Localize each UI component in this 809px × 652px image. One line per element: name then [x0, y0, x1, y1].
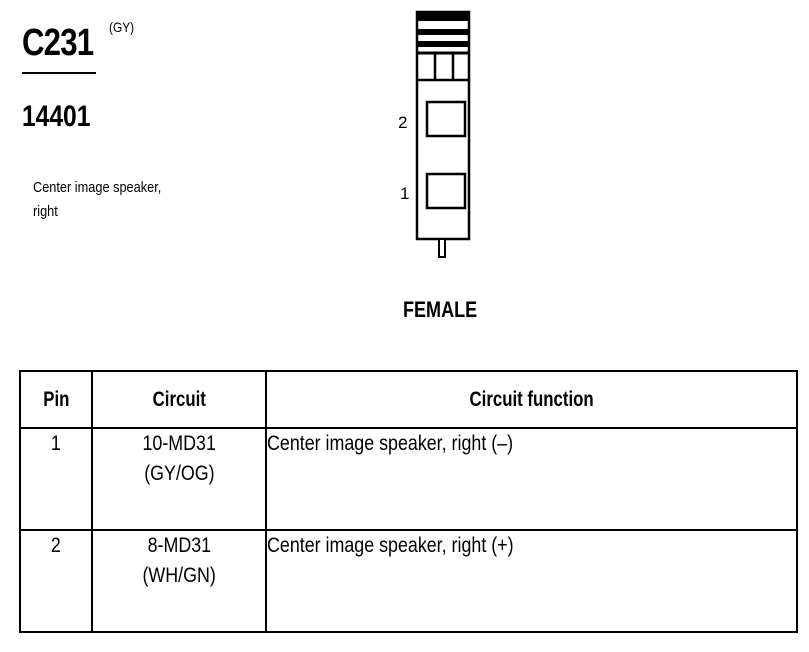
- header-circuit: Circuit: [91, 370, 267, 429]
- pin-cavity-1: [425, 172, 467, 210]
- latch-bar: [417, 41, 469, 47]
- table-row: 1 10-MD31 (GY/OG) Center image speaker, …: [19, 427, 798, 531]
- circuit-id: 8-MD31: [147, 534, 211, 557]
- wire-color: (WH/GN): [142, 564, 216, 587]
- connector-gender-label: FEMALE: [403, 297, 478, 322]
- pin-label-1: 1: [400, 184, 409, 203]
- pin-label-2: 2: [398, 113, 407, 132]
- circuit-function-cell: Center image speaker, right (+): [265, 529, 798, 633]
- circuit-id: 10-MD31: [142, 432, 216, 455]
- title-rule: [22, 72, 96, 74]
- connector-key: [438, 238, 446, 258]
- circuit-cell: 10-MD31 (GY/OG): [91, 427, 267, 531]
- pin-cavity-2: [425, 100, 467, 138]
- connector-color: (GY): [109, 19, 135, 35]
- latch-bar: [417, 12, 469, 21]
- latch-bar: [417, 29, 469, 35]
- connector-id: C231: [22, 22, 94, 64]
- table-row: 2 8-MD31 (WH/GN) Center image speaker, r…: [19, 529, 798, 633]
- connector-description: Center image speaker, right: [33, 179, 162, 220]
- part-number: 14401: [22, 100, 91, 133]
- wire-color: (GY/OG): [143, 462, 215, 485]
- table-header-row: Pin Circuit Circuit function: [19, 370, 798, 429]
- header-circuit-function: Circuit function: [265, 370, 798, 429]
- pin-cell: 2: [19, 529, 93, 633]
- circuit-function-cell: Center image speaker, right (–): [265, 427, 798, 531]
- header-pin: Pin: [19, 370, 93, 429]
- circuit-cell: 8-MD31 (WH/GN): [91, 529, 267, 633]
- connector-face-diagram: 2 1: [398, 10, 471, 258]
- pin-cell: 1: [19, 427, 93, 531]
- pin-table: Pin Circuit Circuit function 1 10-MD31 (…: [19, 370, 798, 633]
